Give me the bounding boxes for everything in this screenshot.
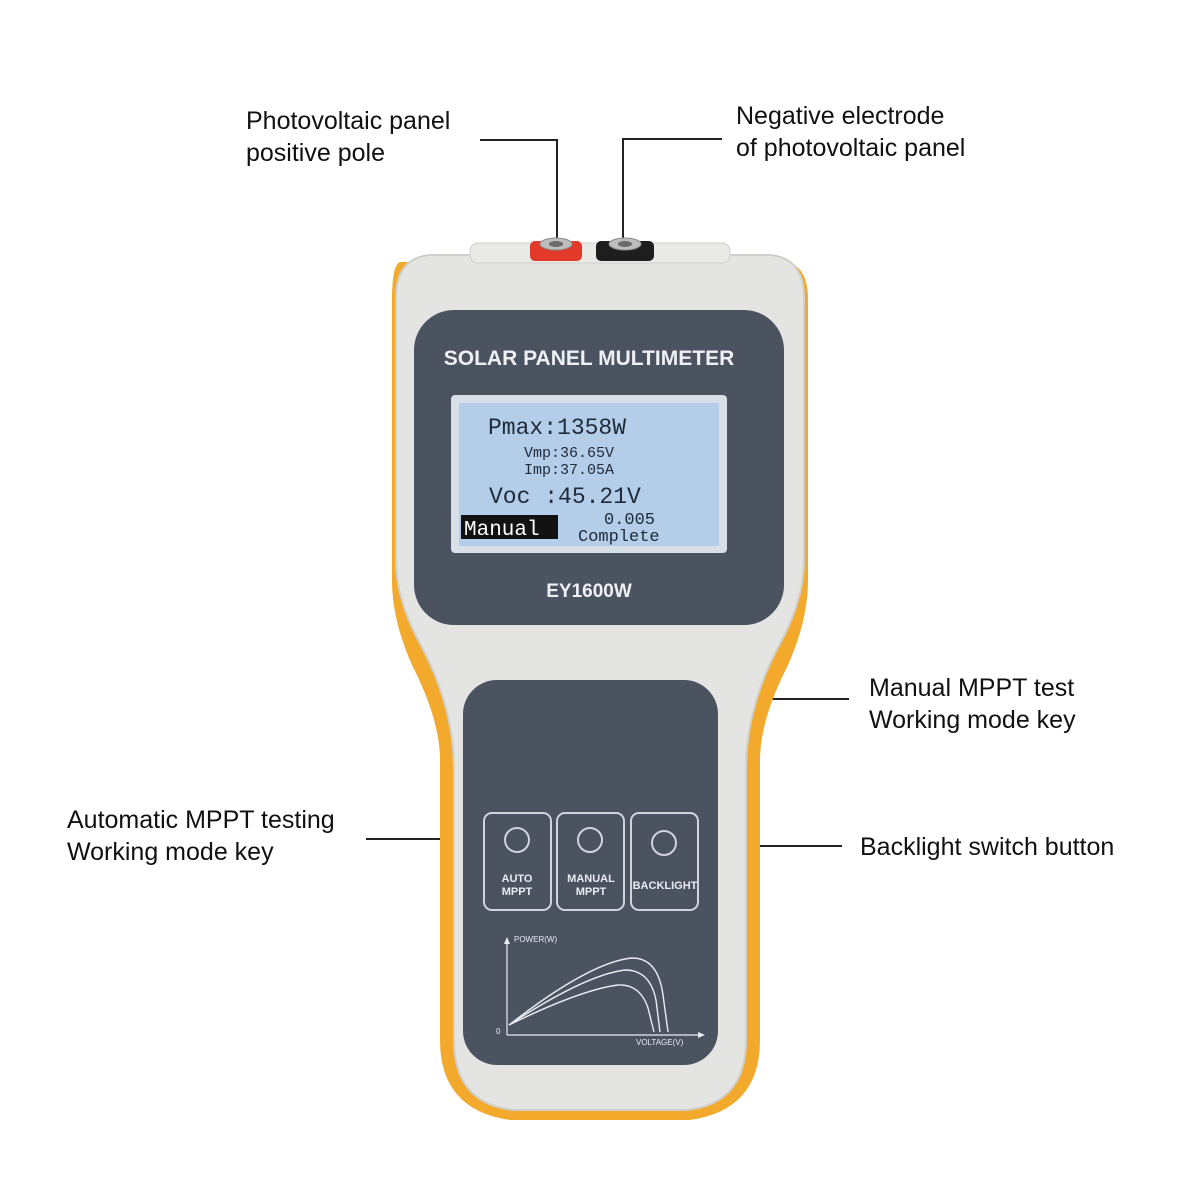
leader-negative-v: [622, 138, 624, 239]
leader-positive-h: [480, 139, 557, 141]
graph-curve-3: [508, 957, 669, 1033]
positive-terminal: [530, 237, 582, 261]
lcd-imp: Imp:37.05A: [524, 462, 614, 479]
lcd-pmax: Pmax:1358W: [488, 415, 626, 441]
lcd-mode-box: [461, 515, 558, 539]
callout-backlight: Backlight switch button: [860, 833, 1115, 861]
negative-terminal: [596, 237, 654, 261]
device-title: SOLAR PANEL MULTIMETER: [444, 347, 735, 370]
power-voltage-graph: POWER(W) VOLTAGE(V) 0: [496, 935, 705, 1047]
callout-manual-mppt: Manual MPPT test Working mode key: [869, 674, 1076, 734]
graph-origin: 0: [496, 1027, 501, 1036]
graph-curve-1: [508, 984, 655, 1033]
leader-positive-v: [556, 139, 558, 239]
lcd-value: 0.005: [604, 511, 655, 530]
manual-mppt-button[interactable]: MANUAL MPPT: [556, 812, 625, 911]
device-model: EY1600W: [546, 581, 632, 602]
callout-auto-mppt: Automatic MPPT testing Working mode key: [67, 806, 335, 866]
lcd-vmp: Vmp:36.65V: [524, 445, 614, 462]
svg-text:BACKLIGHT: BACKLIGHT: [633, 880, 698, 892]
svg-text:MANUAL: MANUAL: [567, 873, 615, 885]
lcd-status: Complete: [578, 528, 660, 547]
svg-text:MPPT: MPPT: [502, 886, 533, 898]
backlight-button[interactable]: BACKLIGHT: [630, 812, 699, 911]
graph-xlabel: VOLTAGE(V): [636, 1038, 684, 1047]
leader-negative-h: [622, 138, 722, 140]
callout-positive-pole: Photovoltaic panel positive pole: [246, 107, 451, 167]
graph-curve-2: [508, 969, 661, 1033]
auto-mppt-button[interactable]: AUTO MPPT: [483, 812, 552, 911]
graph-y-arrow: [504, 937, 510, 944]
svg-text:MPPT: MPPT: [576, 886, 607, 898]
svg-text:AUTO: AUTO: [502, 873, 533, 885]
graph-ylabel: POWER(W): [514, 935, 557, 944]
graph-x-arrow: [698, 1032, 705, 1038]
lcd-voc: Voc :45.21V: [489, 484, 641, 510]
callout-negative-electrode: Negative electrode of photovoltaic panel: [736, 102, 966, 162]
lcd-mode: Manual: [464, 519, 540, 542]
